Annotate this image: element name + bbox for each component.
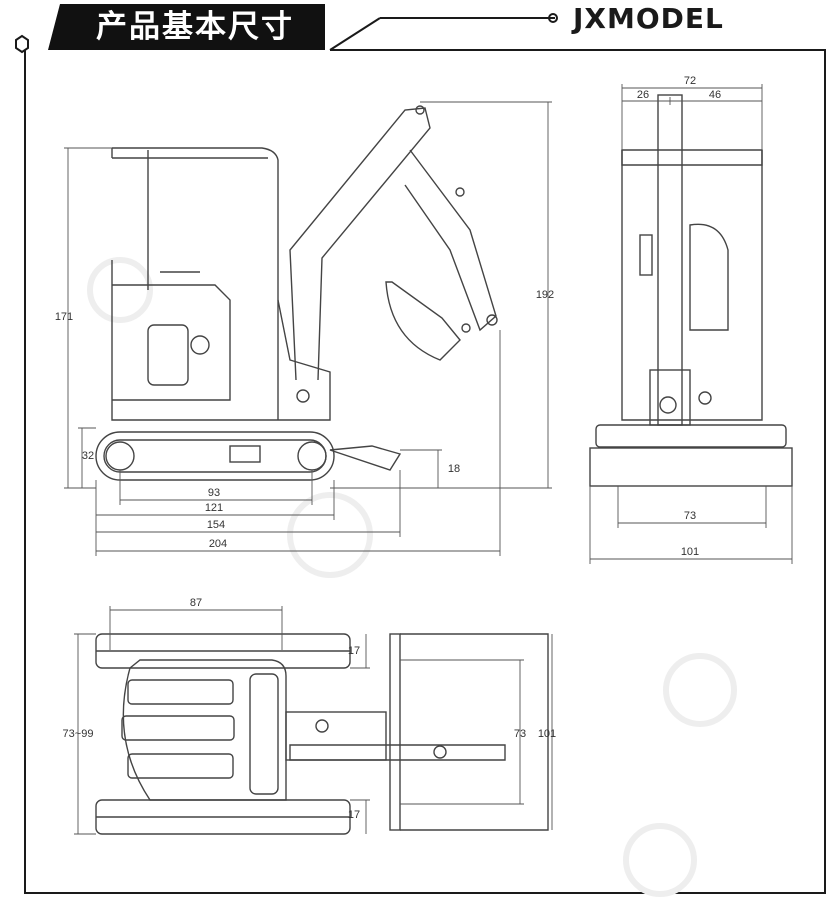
corner-hexagon-icon <box>15 34 29 54</box>
dim-width-track: 73 <box>684 510 696 522</box>
top-view <box>95 633 549 835</box>
dim-blade-inner: 73 <box>514 728 526 740</box>
dim-len-body: 87 <box>190 597 202 609</box>
top-view-dimension-lines <box>74 606 553 835</box>
dim-width-total: 101 <box>681 546 699 558</box>
dim-track-width-top: 17 <box>348 645 360 657</box>
dim-track-width-bottom: 17 <box>348 809 360 821</box>
dim-len-total: 204 <box>209 538 227 550</box>
dim-width-range: 73~99 <box>63 728 94 740</box>
front-view <box>589 94 793 487</box>
dim-height-cab: 171 <box>55 311 73 323</box>
dim-width-left: 26 <box>637 89 649 101</box>
side-view <box>95 105 498 481</box>
dim-len-track: 121 <box>205 502 223 514</box>
dim-height-boom: 192 <box>536 289 554 301</box>
page-title: 产品基本尺寸 <box>96 9 294 45</box>
dimension-labels: 171 192 32 18 93 121 154 204 72 26 46 73… <box>55 75 721 821</box>
sheet-frame <box>24 17 826 894</box>
side-view-dimension-lines <box>64 101 552 556</box>
dim-blade-total: 101 <box>538 728 556 740</box>
dim-height-blade: 18 <box>448 463 460 475</box>
watermark-marks <box>87 257 737 897</box>
header-banner <box>48 4 325 50</box>
dim-len-track-inner: 93 <box>208 487 220 499</box>
dim-width-right: 46 <box>709 89 721 101</box>
dim-len-blade: 154 <box>207 519 225 531</box>
header-dot-icon <box>548 13 558 23</box>
dim-height-track: 32 <box>82 450 94 462</box>
brand-logo: JXMODEL <box>573 2 724 35</box>
dim-width-top: 72 <box>684 75 696 87</box>
front-view-dimension-lines <box>589 84 793 564</box>
